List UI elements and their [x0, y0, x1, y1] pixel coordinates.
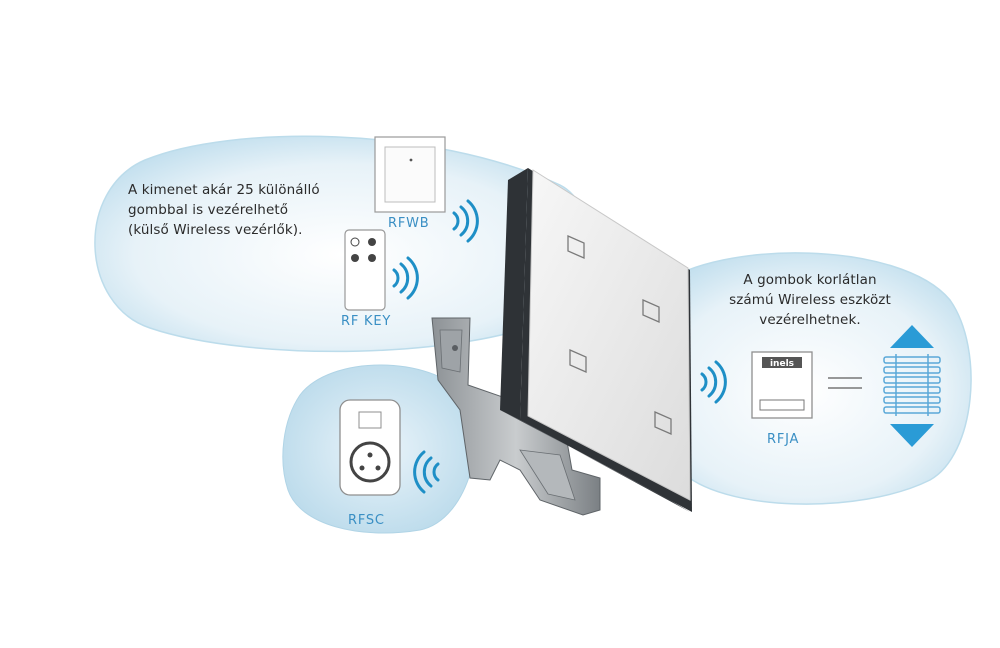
wireless-wave-icon	[452, 199, 479, 243]
wireless-wave-icon	[392, 256, 419, 300]
touch-button	[567, 235, 672, 435]
wireless-wave-icon	[700, 360, 727, 404]
arrow-up-icon	[890, 325, 934, 348]
right-note-line: számú Wireless eszközt	[729, 292, 891, 308]
rfja-label: RFJA	[767, 432, 800, 447]
arrow-down-icon	[890, 424, 934, 447]
rfja-device: inels	[751, 351, 813, 419]
rfsc-device	[339, 399, 401, 496]
left-note: A kimenet akár 25 különálló gombbal is v…	[128, 180, 348, 240]
socket-icon	[349, 441, 391, 483]
rfja-brand: inels	[770, 359, 794, 369]
right-note-line: A gombok korlátlan	[743, 272, 877, 288]
right-note: A gombok korlátlan számú Wireless eszköz…	[690, 270, 930, 330]
rfwb-label: RFWB	[388, 216, 430, 231]
wireless-wave-icon	[413, 450, 440, 494]
rfsc-label: RFSC	[348, 513, 385, 528]
left-note-line: (külső Wireless vezérlők).	[128, 222, 303, 238]
blind-icon	[883, 325, 941, 447]
glass-touch-panel	[500, 168, 692, 512]
rfkey-device	[344, 229, 386, 311]
right-note-line: vezérelhetnek.	[759, 312, 861, 328]
equals-sign	[828, 377, 862, 389]
left-note-line: A kimenet akár 25 különálló	[128, 182, 320, 198]
rfwb-device	[374, 136, 446, 213]
rfkey-label: RF KEY	[341, 314, 392, 329]
left-note-line: gombbal is vezérelhető	[128, 202, 289, 218]
